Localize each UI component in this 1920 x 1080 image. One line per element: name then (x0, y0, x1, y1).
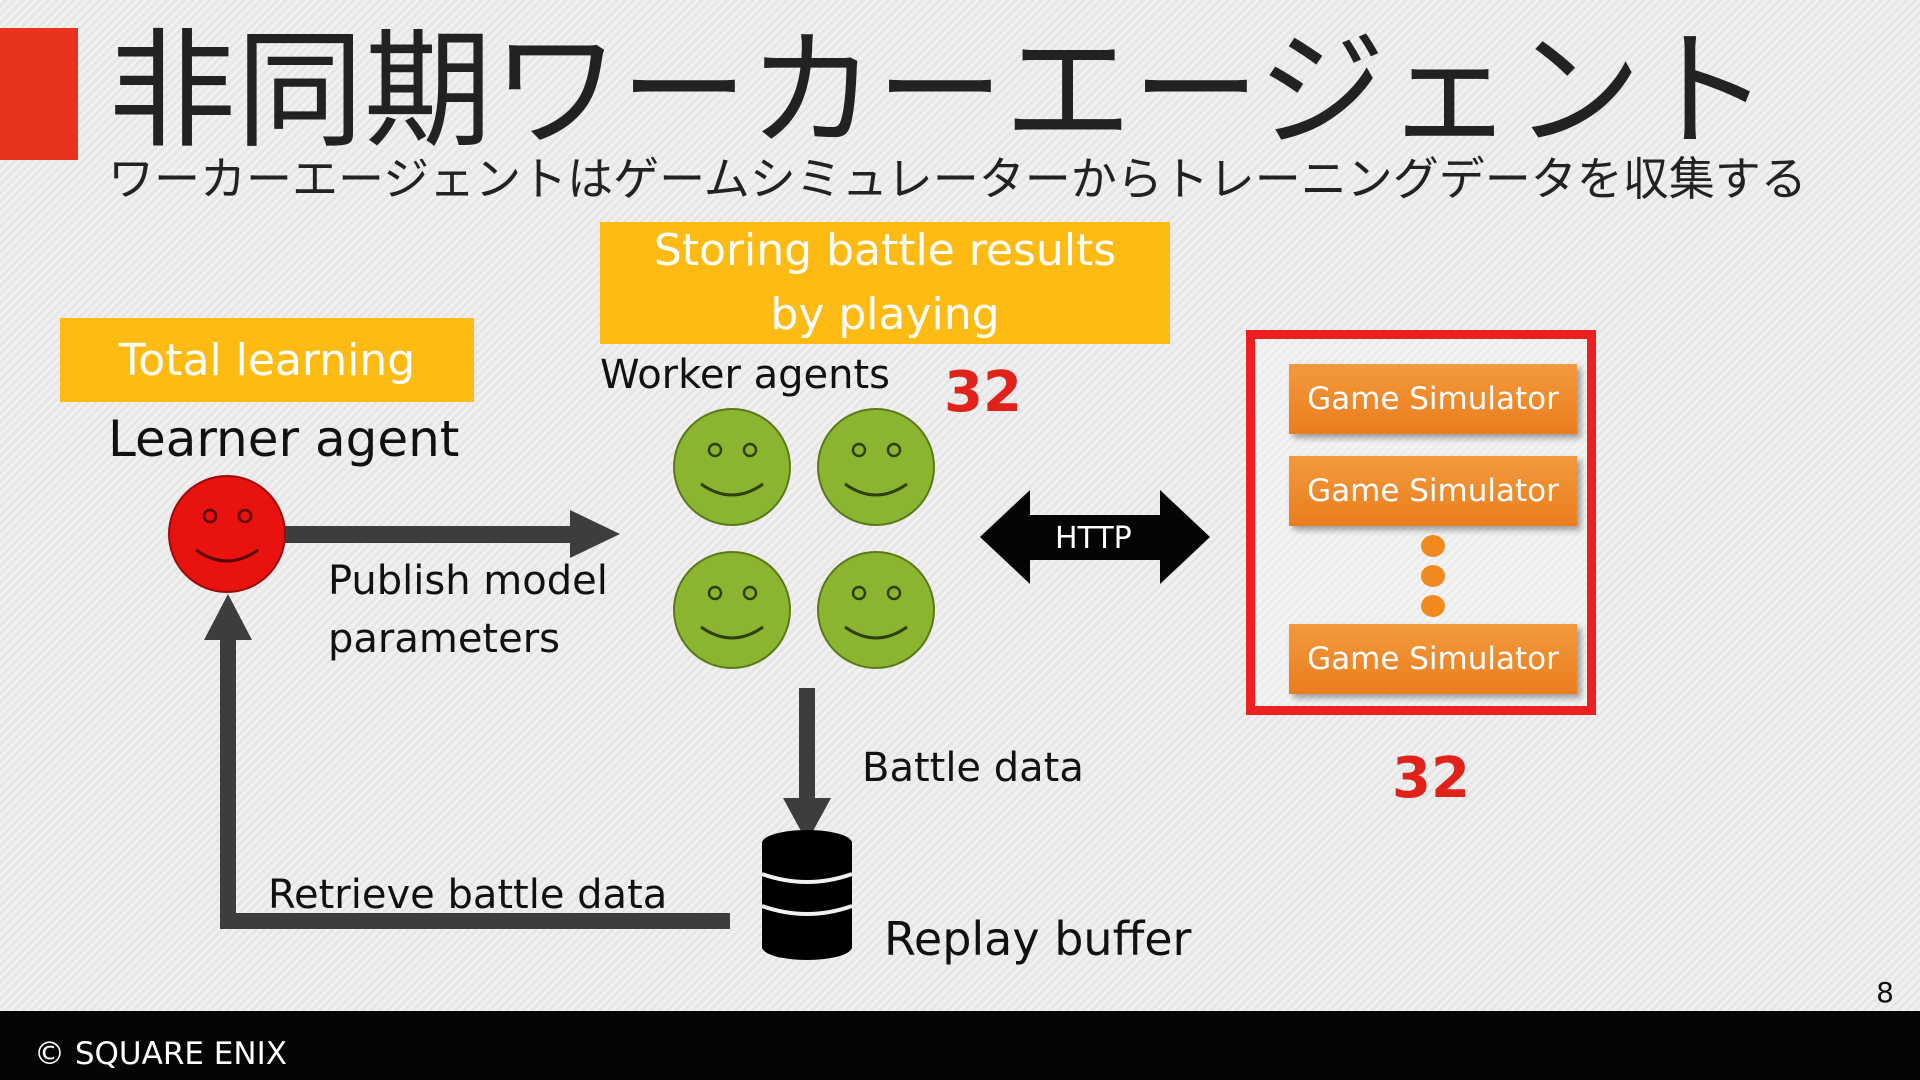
game-simulator-label: Game Simulator (1307, 381, 1559, 417)
footer-bar (0, 1011, 1920, 1080)
retrieve-arrow (204, 594, 730, 929)
http-double-arrow (980, 490, 1210, 584)
game-simulators-frame: Game Simulator Game Simulator Game Simul… (1246, 330, 1596, 715)
game-simulator-box-3: Game Simulator (1289, 624, 1577, 694)
replay-buffer-label: Replay buffer (884, 912, 1192, 966)
worker-agent-icon-3 (673, 551, 791, 669)
game-simulator-label: Game Simulator (1307, 641, 1559, 677)
worker-agent-icon-2 (817, 408, 935, 526)
worker-agents-count: 32 (944, 360, 1022, 425)
learner-agent-icon (168, 475, 286, 593)
battle-data-label: Battle data (862, 745, 1084, 791)
page-number: 8 (1876, 976, 1894, 1009)
game-simulator-box-1: Game Simulator (1289, 364, 1577, 434)
slide: 非同期ワーカーエージェント ワーカーエージェントはゲームシミュレーターからトレー… (0, 0, 1920, 1011)
copyright-text: © SQUARE ENIX (34, 1036, 287, 1072)
storing-results-line2: by playing (770, 289, 1000, 340)
learner-agent-label: Learner agent (108, 410, 460, 468)
game-simulator-box-2: Game Simulator (1289, 456, 1577, 526)
game-simulator-label: Game Simulator (1307, 473, 1559, 509)
ellipsis-dot-3 (1421, 595, 1445, 617)
battle-data-arrow (783, 688, 831, 842)
storing-results-tag: Storing battle results by playing (600, 222, 1170, 344)
worker-agents-label: Worker agents (600, 352, 891, 398)
diagram-graphics (168, 408, 1210, 960)
game-simulators-count: 32 (1392, 746, 1470, 811)
http-label: HTTP (1055, 521, 1132, 556)
total-learning-tag: Total learning (60, 318, 474, 402)
ellipsis-dot-1 (1421, 535, 1445, 557)
storing-results-line1: Storing battle results (653, 225, 1117, 276)
ellipsis-dot-2 (1421, 565, 1445, 587)
slide-title: 非同期ワーカーエージェント (108, 17, 1770, 166)
worker-agent-icon-1 (673, 408, 791, 526)
database-icon (761, 830, 853, 960)
title-accent-bar (0, 28, 78, 160)
publish-arrow (282, 510, 620, 558)
publish-label-line2: parameters (328, 616, 561, 662)
worker-agent-icon-4 (817, 551, 935, 669)
total-learning-label: Total learning (118, 334, 416, 386)
retrieve-battle-data-label: Retrieve battle data (268, 872, 668, 918)
publish-label-line1: Publish model (328, 558, 608, 604)
slide-subtitle: ワーカーエージェントはゲームシミュレーターからトレーニングデータを収集する (108, 152, 1807, 206)
